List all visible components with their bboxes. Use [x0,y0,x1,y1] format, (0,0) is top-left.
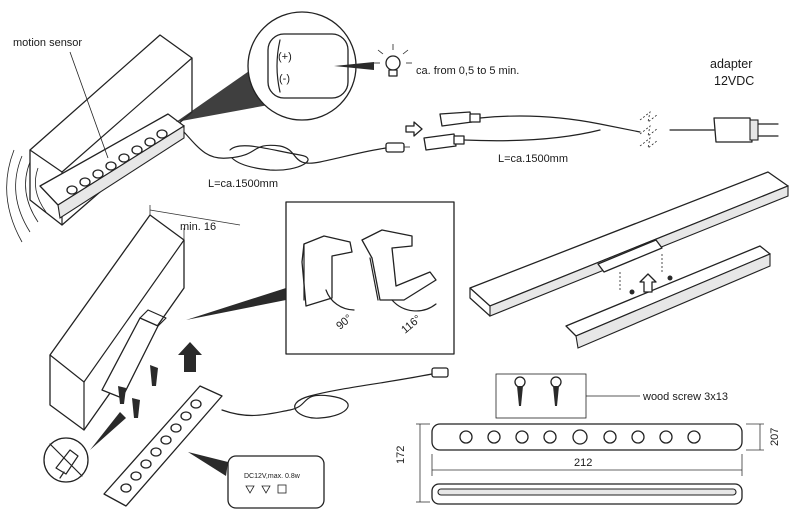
adapter-label: adapter [710,57,752,71]
panel-dimensions: wood screw 3x13 212 207 172 [395,373,781,505]
led-row [66,129,168,195]
panel-motion-sensor: motion sensor L=ca.1500mm [6,34,410,243]
sensor-wave-icon [6,149,47,243]
panel-timer-switch: (+) (-) ca. from 0,5 to 5 min. [176,11,519,122]
rating-label: DC12V,max. 0.8w [244,473,301,480]
light-bulb-icon [374,44,412,77]
no-drill-icon [43,437,89,483]
panel-bracket-angles: 90° 116° [186,201,455,355]
wood-screw-icon [495,373,587,419]
panel-mounting: min. 16 [43,205,449,507]
led-row [459,429,701,445]
arrow-right-icon [405,121,423,137]
depth-dimension-label: 207 [769,428,781,446]
height-dimension-label: 172 [395,446,407,464]
panel-bar-assembly [469,171,789,349]
screw-icon [118,365,158,418]
width-dimension-label: 212 [574,457,592,469]
minus-sign: (-) [279,73,290,85]
cable-break-icon [639,111,659,149]
cable-length-label-1: L=ca.1500mm [208,178,278,190]
led-row [120,399,202,493]
screw-icon [629,275,673,295]
panel-rating-label: DC12V,max. 0.8w [188,452,325,509]
motion-sensor-label: motion sensor [13,37,82,49]
plus-sign: (+) [278,51,292,63]
duration-label: ca. from 0,5 to 5 min. [416,65,519,77]
arrow-up-icon [178,342,202,372]
panel-adapter: adapter 12VDC L=ca.1500mm [405,57,779,165]
wood-screw-label: wood screw 3x13 [642,391,728,403]
adapter-voltage-label: 12VDC [714,74,754,88]
cable-length-label-2: L=ca.1500mm [498,153,568,165]
arrow-up-icon [639,273,657,293]
certification-icon [245,484,287,494]
min-clearance-label: min. 16 [180,221,216,233]
